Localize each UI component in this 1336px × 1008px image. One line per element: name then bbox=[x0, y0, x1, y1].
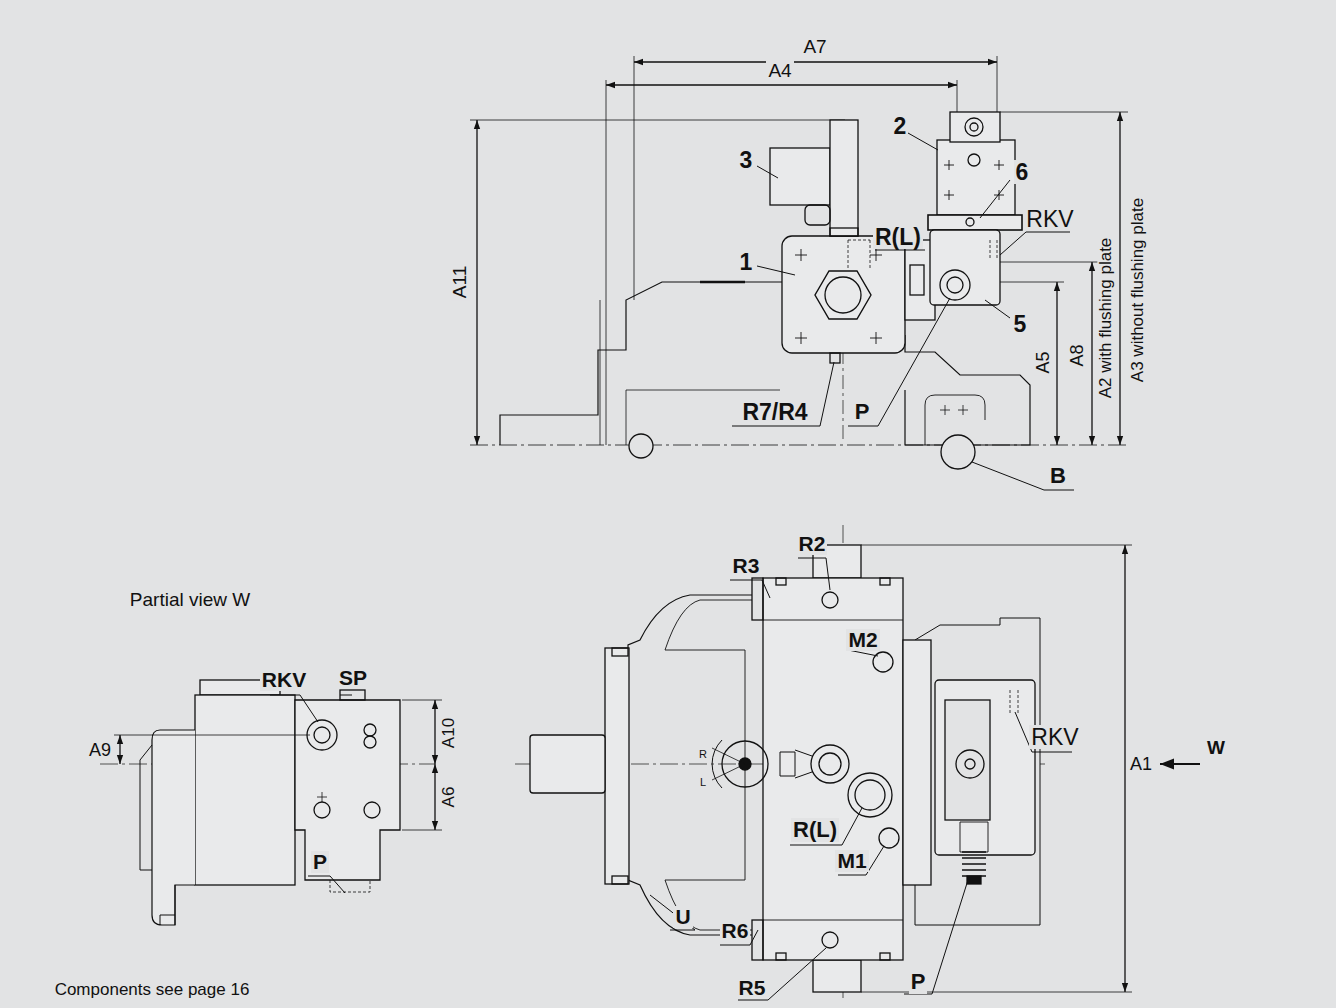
port-name: L bbox=[698, 777, 708, 789]
port-name: P bbox=[311, 851, 329, 873]
dimension-label: A11 bbox=[450, 264, 470, 300]
label-anchor: A6 bbox=[440, 785, 458, 810]
port-name: R5 bbox=[737, 977, 768, 999]
callout-number: 1 bbox=[738, 250, 755, 274]
label-anchor: 6 bbox=[1014, 160, 1031, 184]
dimension-label: A1 bbox=[1128, 755, 1154, 774]
label-anchor: A11 bbox=[450, 264, 470, 300]
port-name: R(L) bbox=[791, 818, 839, 841]
port-name: SP bbox=[337, 667, 369, 689]
label-anchor: R5 bbox=[737, 977, 768, 999]
port-name: R2 bbox=[797, 533, 828, 555]
port-name: RKV bbox=[1024, 207, 1075, 231]
port-name: P bbox=[909, 970, 928, 993]
dimension-label: A7 bbox=[801, 37, 828, 57]
label-anchor: A1 bbox=[1128, 755, 1154, 774]
label-anchor: P bbox=[853, 400, 872, 423]
port-name: R bbox=[697, 749, 709, 761]
label-anchor: R3 bbox=[731, 555, 762, 577]
callout-number: 2 bbox=[892, 114, 909, 138]
note: Components see page 16 bbox=[53, 981, 252, 999]
label-anchor: L bbox=[698, 772, 708, 790]
callout-number: 6 bbox=[1014, 160, 1031, 184]
callout-number: 3 bbox=[738, 148, 755, 172]
label-anchor: R bbox=[697, 744, 709, 762]
port-name: RKV bbox=[1029, 725, 1080, 749]
dimension-label: A6 bbox=[440, 785, 458, 810]
label-anchor: RKV bbox=[260, 669, 308, 691]
label-anchor: R(L) bbox=[873, 225, 923, 249]
label-anchor: Components see page 16 bbox=[53, 981, 252, 999]
label-anchor: A3 without flushing plate bbox=[1129, 196, 1147, 384]
label-anchor: A4 bbox=[766, 61, 793, 81]
label-anchor: M2 bbox=[846, 629, 879, 651]
dimension-label: A3 without flushing plate bbox=[1129, 196, 1147, 384]
label-anchor: A2 with flushing plate bbox=[1097, 236, 1115, 401]
label-anchor: R2 bbox=[797, 533, 828, 555]
label-anchor: A7 bbox=[801, 37, 828, 57]
port-name: RKV bbox=[260, 669, 308, 691]
callout-number: 5 bbox=[1012, 312, 1029, 336]
dimension-label: A2 with flushing plate bbox=[1097, 236, 1115, 401]
dimension-label: A4 bbox=[766, 61, 793, 81]
label-anchor: A10 bbox=[440, 716, 458, 750]
label-anchor: 5 bbox=[1012, 312, 1029, 336]
dimension-label: A9 bbox=[87, 741, 113, 760]
dimension-label: A10 bbox=[440, 716, 458, 750]
port-name: R6 bbox=[720, 920, 751, 942]
port-name: P bbox=[853, 400, 872, 423]
label-anchor: A9 bbox=[87, 741, 113, 760]
dimension-label: A8 bbox=[1068, 342, 1087, 368]
label-anchor: Partial view W bbox=[128, 590, 252, 610]
label-anchor: W bbox=[1205, 738, 1227, 758]
port-name: B bbox=[1048, 464, 1068, 487]
label-anchor: P bbox=[909, 970, 928, 993]
label-anchor: 1 bbox=[738, 250, 755, 274]
label-anchor: A8 bbox=[1068, 342, 1087, 368]
label-anchor: SP bbox=[337, 667, 369, 689]
label-anchor: A5 bbox=[1034, 349, 1053, 375]
label-anchor: U bbox=[673, 906, 692, 928]
label-anchor: P bbox=[311, 851, 329, 873]
dimension-label: A5 bbox=[1034, 349, 1053, 375]
label-anchor: 3 bbox=[738, 148, 755, 172]
label-anchor: RKV bbox=[1029, 725, 1080, 749]
port-name: M1 bbox=[835, 850, 868, 872]
port-name: U bbox=[673, 906, 692, 928]
label-anchor: 2 bbox=[892, 114, 909, 138]
label-anchor: R6 bbox=[720, 920, 751, 942]
view-title: Partial view W bbox=[128, 590, 252, 610]
label-anchor: M1 bbox=[835, 850, 868, 872]
port-name: R7/R4 bbox=[740, 400, 809, 424]
label-anchor: RKV bbox=[1024, 207, 1075, 231]
label-anchor: R(L) bbox=[791, 818, 839, 841]
port-name: R3 bbox=[731, 555, 762, 577]
port-name: M2 bbox=[846, 629, 879, 651]
view-title: W bbox=[1205, 738, 1227, 758]
port-name: R(L) bbox=[873, 225, 923, 249]
label-anchor: R7/R4 bbox=[740, 400, 809, 424]
label-anchor: B bbox=[1048, 464, 1068, 487]
